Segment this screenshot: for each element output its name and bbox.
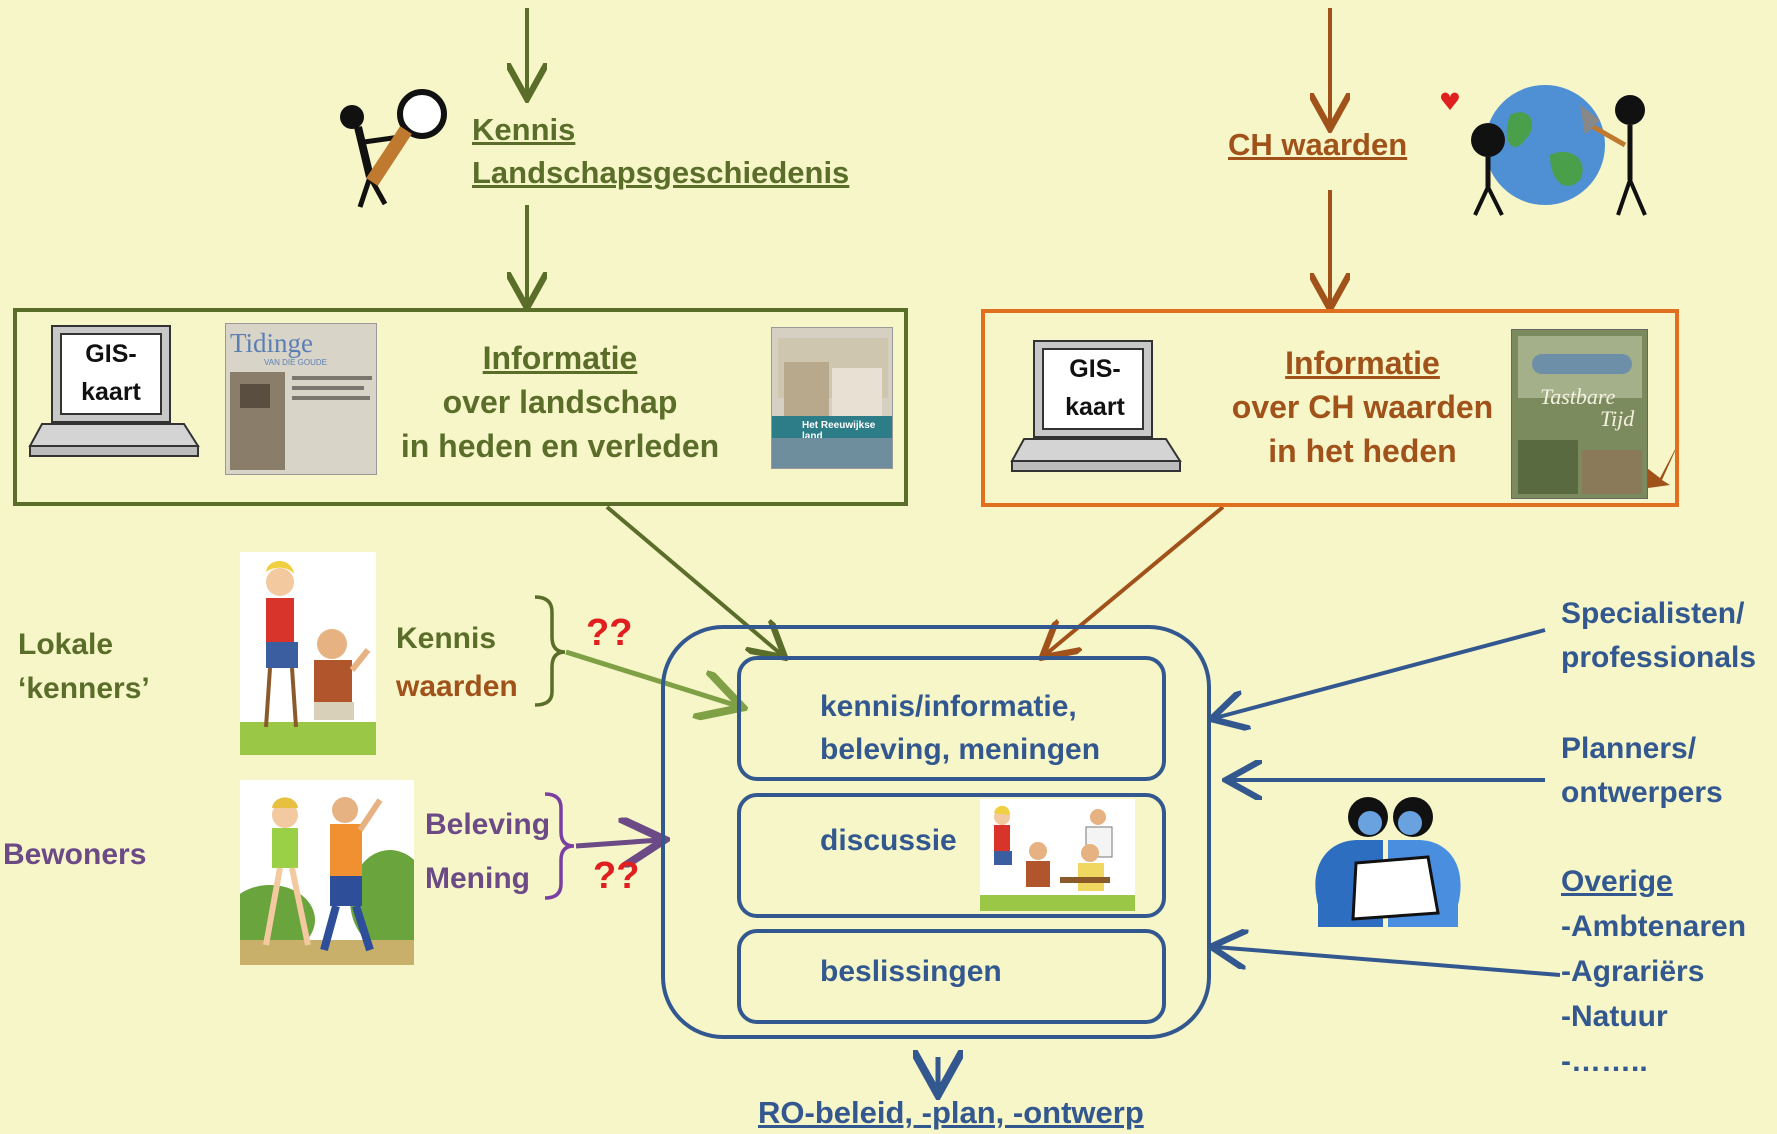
book-tastbare-title-1: Tastbare <box>1540 384 1616 409</box>
mening-label: Mening <box>425 862 530 895</box>
waarden-label: waarden <box>396 670 518 703</box>
specialists-line1: Specialisten/ <box>1561 597 1745 630</box>
planners-line1: Planners/ <box>1561 732 1697 765</box>
book-tidinge-title: Tidinge <box>230 328 314 358</box>
bewoners-cartoon-image <box>225 780 430 965</box>
book-tastbare-title-2: Tijd <box>1600 406 1635 431</box>
kenners-cartoon-image <box>240 552 376 755</box>
book-tastbare-tijd-image: Tastbare Tijd <box>1511 329 1648 499</box>
discussie-cartoon-image <box>980 799 1135 911</box>
center-box-1 <box>737 656 1166 781</box>
left-box-line3: in heden en verleden <box>400 428 720 464</box>
right-box-line3: in het heden <box>1268 433 1457 469</box>
left-box-title: Informatie <box>482 340 638 376</box>
planners-cartoon-icon <box>1298 795 1473 927</box>
kenners-label-1: Lokale <box>18 628 114 661</box>
bracket-kennis <box>534 595 566 707</box>
book-reeuwijk-image: Het Reeuwijkse land <box>771 327 893 469</box>
overige-item-2: -Agrariërs <box>1561 955 1705 988</box>
center-box-1-line1: kennis/informatie, <box>820 690 1077 723</box>
center-box-3-label: beslissingen <box>820 955 1002 988</box>
left-box-line2: over landschap <box>442 384 678 420</box>
left-information-box <box>13 308 908 506</box>
kenners-label-2: ‘kenners’ <box>18 672 150 705</box>
top-left-line1: Kennis <box>472 112 576 147</box>
center-box-2-label: discussie <box>820 824 957 857</box>
left-laptop-label-2: kaart <box>81 378 141 406</box>
kennis-label: Kennis <box>396 622 497 655</box>
arrow-small-brown <box>1647 440 1680 488</box>
arrow-beleving-to-center <box>575 840 660 846</box>
book-reeuwijk-title: Het Reeuwijkse land <box>802 420 876 442</box>
top-right-label: CH waarden <box>1228 127 1408 162</box>
right-laptop-icon <box>1010 339 1182 479</box>
magnifier-figure-icon <box>330 82 455 212</box>
center-box-2 <box>737 793 1166 918</box>
beleving-label: Beleving <box>425 808 551 841</box>
center-box-1-line2: beleving, meningen <box>820 733 1101 766</box>
planners-line2: ontwerpers <box>1561 776 1723 809</box>
center-container <box>661 625 1211 1039</box>
right-box-line2: over CH waarden <box>1231 389 1494 425</box>
right-box-title: Informatie <box>1285 345 1440 381</box>
overige-item-4: -…….. <box>1561 1045 1648 1078</box>
right-laptop-label-1: GIS- <box>1069 355 1121 383</box>
arrow-specialists-to-center <box>1215 628 1546 718</box>
right-information-box <box>981 309 1679 507</box>
question-marks-2: ?? <box>593 855 640 897</box>
book-tidinge-subtitle: VAN DIE GOUDE <box>264 358 327 367</box>
left-laptop-icon <box>28 324 200 464</box>
bracket-beleving <box>544 792 575 900</box>
specialists-line2: professionals <box>1561 641 1757 674</box>
bewoners-label: Bewoners <box>3 838 147 871</box>
globe-figures-icon <box>1430 65 1665 225</box>
question-marks-1: ?? <box>586 612 633 654</box>
arrow-right-box-to-center <box>1045 505 1225 655</box>
right-laptop-label-2: kaart <box>1065 393 1125 421</box>
bottom-label: RO-beleid, -plan, -ontwerp <box>758 1095 1144 1130</box>
center-box-3 <box>737 929 1166 1024</box>
top-left-line2: Landschapsgeschiedenis <box>472 155 850 190</box>
left-laptop-label-1: GIS- <box>85 340 137 368</box>
arrow-overige-to-center <box>1215 947 1561 977</box>
arrow-kennis-to-center <box>565 649 738 706</box>
overige-label: Overige <box>1561 865 1673 898</box>
overige-item-3: -Natuur <box>1561 1000 1668 1033</box>
overige-item-1: -Ambtenaren <box>1561 910 1747 943</box>
book-tidinge-image: Tidinge VAN DIE GOUDE <box>225 323 377 475</box>
arrow-left-box-to-center <box>605 505 782 655</box>
